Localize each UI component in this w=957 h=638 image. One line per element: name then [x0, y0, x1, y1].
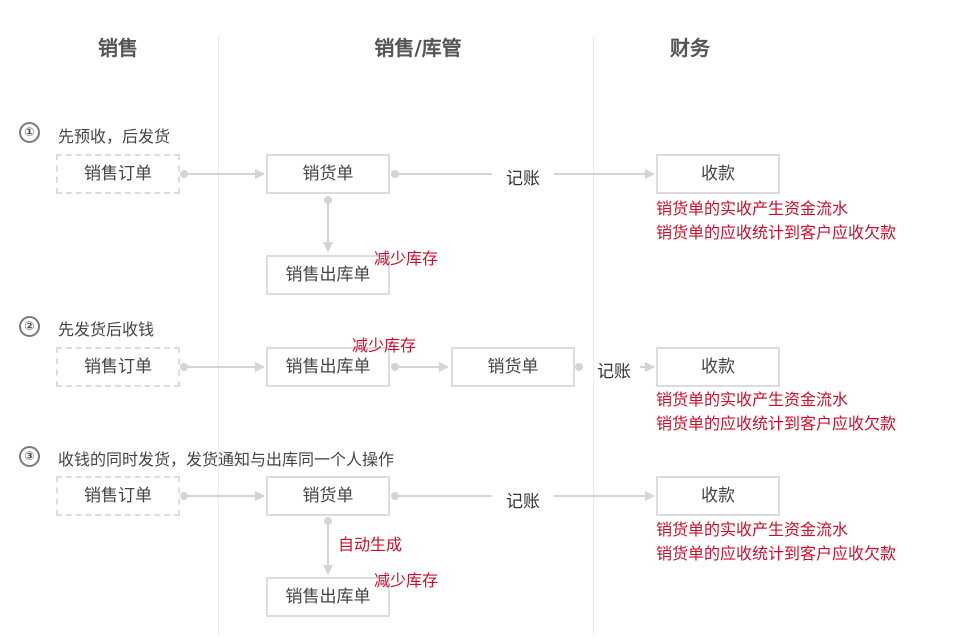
- column-divider: [593, 35, 594, 635]
- column-header-sales-warehouse: 销售/库管: [374, 36, 462, 60]
- bookkeeping-label: 记账: [597, 362, 631, 382]
- flow-3-connectors: [180, 491, 655, 575]
- sales-outbound-box: 销售出库单: [266, 347, 390, 387]
- finance-note-receivable: 销货单的应收统计到客户应收欠款: [656, 223, 897, 242]
- column-header-finance: 财务: [670, 36, 710, 60]
- flow-1-connectors: [180, 169, 655, 252]
- column-divider: [218, 35, 219, 635]
- auto-generate-note: 自动生成: [338, 535, 403, 554]
- finance-note-receivable: 销货单的应收统计到客户应收欠款: [656, 414, 897, 433]
- step-title-3: 收钱的同时发货，发货通知与出库同一个人操作: [58, 450, 395, 469]
- column-header-sales: 销售: [98, 36, 138, 60]
- reduce-inventory-note: 减少库存: [352, 336, 417, 355]
- sales-order-box: 销售订单: [56, 347, 180, 387]
- sales-outbound-box: 销售出库单: [266, 255, 390, 295]
- reduce-inventory-note: 减少库存: [374, 571, 439, 590]
- step-number-1: ①: [19, 122, 40, 143]
- step-number-3: ③: [19, 446, 40, 467]
- payment-box: 收款: [656, 154, 780, 194]
- payment-box: 收款: [656, 476, 780, 516]
- bookkeeping-label: 记账: [506, 169, 540, 189]
- sales-invoice-box: 销货单: [266, 476, 390, 516]
- sales-outbound-box: 销售出库单: [266, 577, 390, 617]
- step-number-2: ②: [19, 316, 40, 337]
- reduce-inventory-note: 减少库存: [374, 249, 439, 268]
- finance-note-cash-flow: 销货单的实收产生资金流水: [656, 390, 849, 409]
- step-title-2: 先发货后收钱: [58, 320, 155, 339]
- payment-box: 收款: [656, 347, 780, 387]
- bookkeeping-label: 记账: [506, 492, 540, 512]
- flow-2-connectors: [180, 362, 655, 372]
- sales-order-box: 销售订单: [56, 476, 180, 516]
- step-title-1: 先预收，后发货: [58, 127, 171, 146]
- sales-invoice-box: 销货单: [451, 347, 575, 387]
- sales-order-box: 销售订单: [56, 154, 180, 194]
- finance-note-cash-flow: 销货单的实收产生资金流水: [656, 520, 849, 539]
- finance-note-receivable: 销货单的应收统计到客户应收欠款: [656, 544, 897, 563]
- sales-invoice-box: 销货单: [266, 154, 390, 194]
- finance-note-cash-flow: 销货单的实收产生资金流水: [656, 199, 849, 218]
